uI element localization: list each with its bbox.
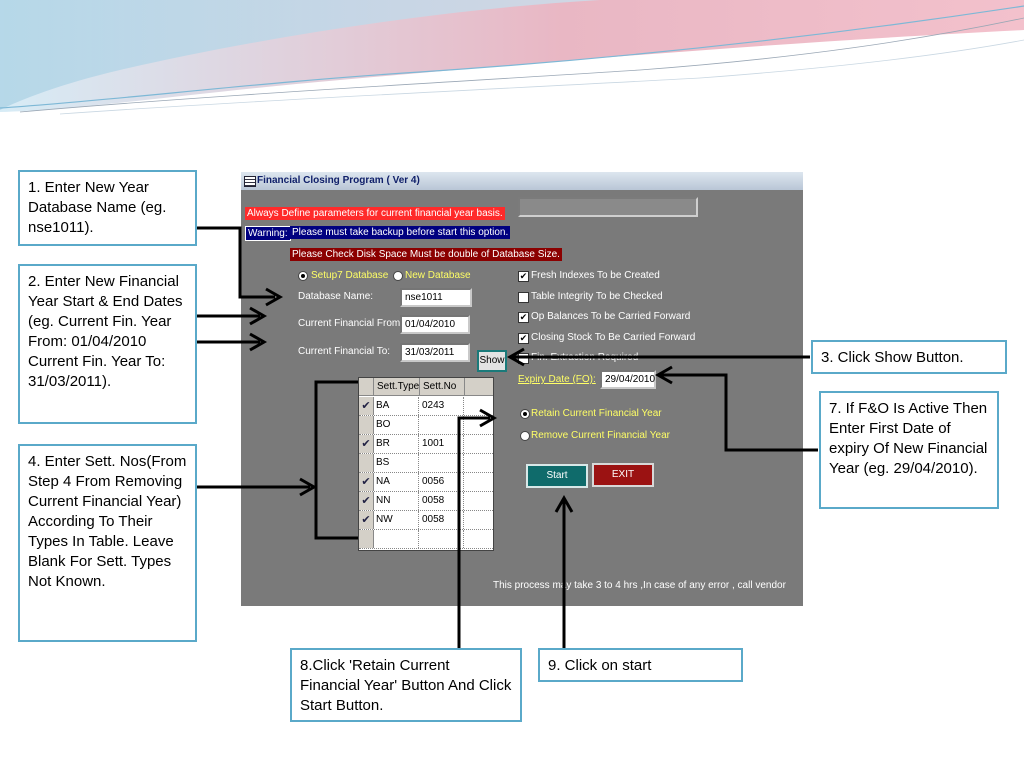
window-title: Financial Closing Program ( Ver 4) — [257, 175, 420, 186]
fresh-indexes-checkbox[interactable]: ✔ — [518, 271, 529, 282]
new-database-label: New Database — [405, 270, 471, 281]
table-row[interactable]: ✔ NA 0056 — [359, 473, 493, 492]
disk-space-banner: Please Check Disk Space Must be double o… — [290, 248, 562, 261]
setup-database-radio[interactable] — [298, 271, 308, 281]
database-name-label: Database Name: — [298, 291, 374, 302]
table-row[interactable]: ✔ BR 1001 — [359, 435, 493, 454]
define-parameters-banner: Always Define parameters for current fin… — [245, 207, 505, 220]
table-row[interactable]: BS — [359, 454, 493, 473]
table-row[interactable]: ✔ NW 0058 — [359, 511, 493, 530]
sett-no-cell[interactable] — [420, 454, 464, 472]
row-check-icon — [359, 416, 374, 434]
expiry-date-input[interactable]: 29/04/2010 — [600, 370, 656, 389]
op-balances-label: Op Balances To be Carried Forward — [531, 311, 691, 322]
window-app-icon — [244, 176, 256, 187]
row-check-icon: ✔ — [359, 492, 374, 510]
sett-type-cell[interactable]: BA — [374, 397, 419, 415]
retain-current-year-label: Retain Current Financial Year — [531, 408, 662, 419]
closing-stock-label: Closing Stock To Be Carried Forward — [531, 332, 696, 343]
setup-database-label: Setup7 Database — [311, 270, 389, 281]
fresh-indexes-label: Fresh Indexes To be Created — [531, 270, 660, 281]
callout-step8: 8.Click 'Retain Current Financial Year' … — [290, 648, 522, 722]
column-header-sett-no: Sett.No — [420, 378, 465, 396]
show-button[interactable]: Show — [477, 350, 507, 372]
callout-step2: 2. Enter New Financial Year Start & End … — [18, 264, 197, 424]
sett-type-cell[interactable]: NA — [374, 473, 419, 491]
status-display-field — [518, 197, 698, 217]
sett-type-cell[interactable]: NN — [374, 492, 419, 510]
retain-current-year-radio[interactable] — [520, 409, 530, 419]
window-titlebar: Financial Closing Program ( Ver 4) — [241, 172, 803, 190]
remove-current-year-label: Remove Current Financial Year — [531, 430, 670, 441]
callout-step7: 7. If F&O Is Active Then Enter First Dat… — [819, 391, 999, 509]
row-check-icon: ✔ — [359, 397, 374, 415]
new-database-radio[interactable] — [393, 271, 403, 281]
sett-no-cell[interactable]: 0056 — [420, 473, 464, 491]
table-integrity-checkbox[interactable] — [518, 292, 529, 303]
callout-step9: 9. Click on start — [538, 648, 743, 682]
callout-step1: 1. Enter New Year Database Name (eg. nse… — [18, 170, 197, 246]
row-check-icon: ✔ — [359, 511, 374, 529]
sett-no-cell[interactable]: 0243 — [420, 397, 464, 415]
row-check-icon: ✔ — [359, 473, 374, 491]
sett-no-cell[interactable] — [420, 530, 464, 548]
callout-step4: 4. Enter Sett. Nos(From Step 4 From Remo… — [18, 444, 197, 642]
grid-corner — [359, 378, 374, 396]
sett-table: Sett.Type Sett.No ✔ BA 0243 BO ✔ BR 1001… — [358, 377, 494, 551]
row-check-icon: ✔ — [359, 435, 374, 453]
start-button[interactable]: Start — [526, 464, 588, 488]
financial-closing-window: Financial Closing Program ( Ver 4) Alway… — [241, 172, 803, 606]
sett-type-cell[interactable]: NW — [374, 511, 419, 529]
table-row[interactable] — [359, 530, 493, 549]
sett-type-cell[interactable]: BS — [374, 454, 419, 472]
row-check-icon — [359, 530, 374, 548]
table-row[interactable]: ✔ BA 0243 — [359, 397, 493, 416]
sett-type-cell[interactable] — [374, 530, 419, 548]
sett-no-cell[interactable]: 1001 — [420, 435, 464, 453]
sett-type-cell[interactable]: BO — [374, 416, 419, 434]
warning-label: Warning: — [245, 226, 291, 241]
table-row[interactable]: BO — [359, 416, 493, 435]
footer-note: This process may take 3 to 4 hrs ,In cas… — [493, 580, 786, 591]
row-check-icon — [359, 454, 374, 472]
table-row[interactable]: ✔ NN 0058 — [359, 492, 493, 511]
callout-step3: 3. Click Show Button. — [811, 340, 1007, 374]
sett-type-cell[interactable]: BR — [374, 435, 419, 453]
fin-from-label: Current Financial From: — [298, 318, 404, 329]
sett-no-cell[interactable]: 0058 — [420, 511, 464, 529]
fin-from-input[interactable]: 01/04/2010 — [400, 315, 470, 334]
op-balances-checkbox[interactable]: ✔ — [518, 312, 529, 323]
warning-text: Please must take backup before start thi… — [290, 226, 511, 239]
exit-button[interactable]: EXIT — [592, 463, 654, 487]
fin-to-label: Current Financial To: — [298, 346, 391, 357]
column-header-empty — [465, 378, 493, 396]
sett-no-cell[interactable] — [420, 416, 464, 434]
fin-to-input[interactable]: 31/03/2011 — [400, 343, 470, 362]
column-header-sett-type: Sett.Type — [374, 378, 420, 396]
expiry-date-label: Expiry Date (FO): — [518, 374, 596, 385]
decorative-top-banner — [0, 0, 1024, 115]
database-name-input[interactable]: nse1011 — [400, 288, 472, 307]
table-integrity-label: Table Integrity To be Checked — [531, 291, 663, 302]
closing-stock-checkbox[interactable]: ✔ — [518, 333, 529, 344]
remove-current-year-radio[interactable] — [520, 431, 530, 441]
sett-no-cell[interactable]: 0058 — [420, 492, 464, 510]
